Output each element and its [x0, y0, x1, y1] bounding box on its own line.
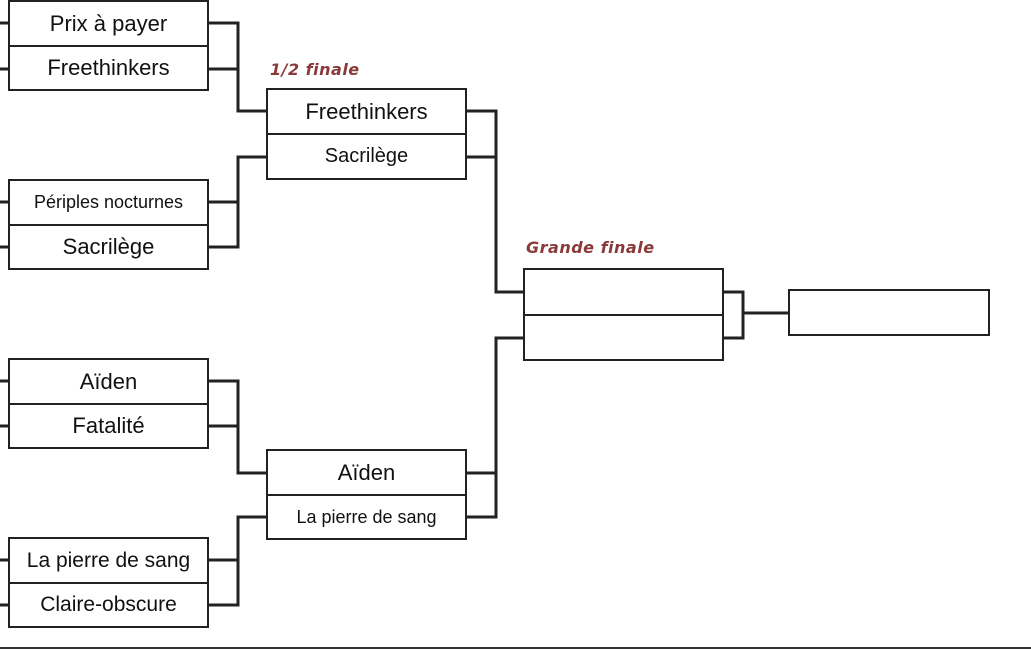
semifinal-label: 1/2 finale: [270, 60, 360, 79]
round1-match2-bottom: Sacrilège: [8, 225, 209, 270]
semifinal1-top: Freethinkers: [266, 88, 467, 134]
winner-box: [788, 289, 990, 336]
round1-match1-top: Prix à payer: [8, 0, 209, 46]
round1-match1-bottom: Freethinkers: [8, 46, 209, 91]
round1-match2-top: Périples nocturnes: [8, 179, 209, 225]
semifinal2-bottom: La pierre de sang: [266, 495, 467, 540]
semifinal2-top: Aïden: [266, 449, 467, 495]
round1-match3-top: Aïden: [8, 358, 209, 404]
round1-match4-bottom: Claire-obscure: [8, 583, 209, 628]
grand-final-label: Grande finale: [526, 238, 655, 257]
final-bottom: [523, 315, 724, 361]
bottom-divider: [0, 647, 1031, 649]
final-top: [523, 268, 724, 315]
semifinal1-bottom: Sacrilège: [266, 134, 467, 180]
round1-match4-top: La pierre de sang: [8, 537, 209, 583]
round1-match3-bottom: Fatalité: [8, 404, 209, 449]
